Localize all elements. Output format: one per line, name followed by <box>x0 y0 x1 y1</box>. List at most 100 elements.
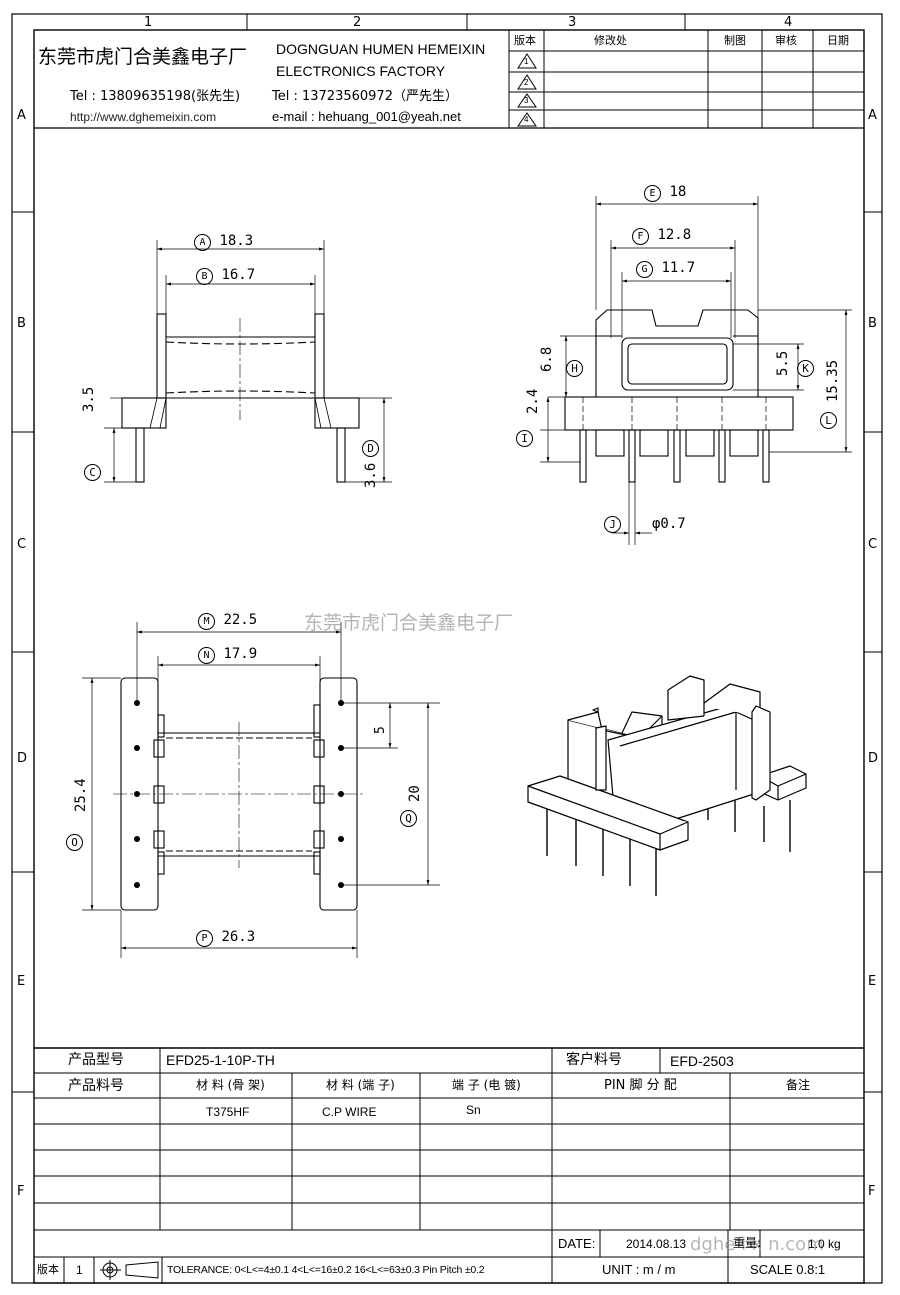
product-model-label: 产品型号 <box>68 1052 124 1068</box>
dim-value-p: 26.3 <box>221 929 256 945</box>
revision-header-drawn: 制图 <box>724 34 746 47</box>
weight-value: 1.0 kg <box>808 1237 841 1251</box>
dim-label-b: B 16.7 <box>196 268 255 285</box>
pin-material-value: C.P WIRE <box>322 1105 377 1119</box>
bobbin-material-value: T375HF <box>206 1105 250 1119</box>
dim-value-e: 18 <box>669 184 687 200</box>
watermark-url: dghe i x n.com <box>690 1234 824 1255</box>
date-label: DATE: <box>558 1236 596 1251</box>
company-website[interactable]: http://www.dghemeixin.com <box>70 110 217 124</box>
dim-value-q: 20 <box>407 785 423 802</box>
tolerance-text: TOLERANCE: 0<L<=4±0.1 4<L<=16±0.2 16<L<=… <box>167 1264 485 1276</box>
dim-value-f: 12.8 <box>657 227 692 243</box>
row-label-b-left: B <box>17 316 26 331</box>
dim-label-a: A 18.3 <box>194 234 253 251</box>
dim-circle-o: O <box>66 834 83 851</box>
revision-header-version: 版本 <box>514 34 536 47</box>
row-label-c-right: C <box>868 537 878 552</box>
row-label-d-left: D <box>17 751 28 766</box>
revision-mark-2: 2 <box>524 78 529 87</box>
company-name-en-line2: ELECTRONICS FACTORY <box>276 63 446 79</box>
dim-circle-k: K <box>797 360 814 377</box>
row-label-c-left: C <box>17 537 27 552</box>
row-label-d-right: D <box>868 751 879 766</box>
customer-part-label: 客户料号 <box>566 1052 622 1068</box>
row-label-e-right: E <box>868 974 877 989</box>
col-header-bobbin-material: 材 料 (骨 架) <box>196 1078 265 1092</box>
product-model-value: EFD25-1-10P-TH <box>166 1052 275 1068</box>
company-name-en-line1: DOGNGUAN HUMEN HEMEIXIN <box>276 41 486 57</box>
contact-tel-1: Tel : 13809635198(张先生) <box>70 89 241 104</box>
column-label-3: 3 <box>568 15 577 30</box>
dim-value-m: 22.5 <box>223 612 258 628</box>
sheet-frame <box>11 13 883 1284</box>
version-value: 1 <box>76 1263 83 1277</box>
unit-text: UNIT : m / m <box>602 1262 676 1277</box>
column-label-4: 4 <box>784 15 793 30</box>
weight-label: 重量: <box>733 1236 762 1250</box>
dim-circle-q: Q <box>400 810 417 827</box>
dim-label-g: G 11.7 <box>636 261 695 278</box>
dim-circle-i: I <box>516 430 533 447</box>
watermark-company: 东莞市虎门合美鑫电子厂 <box>304 612 514 634</box>
dim-value-g: 11.7 <box>661 260 696 276</box>
revision-mark-1: 1 <box>524 57 529 66</box>
version-label: 版本 <box>37 1263 59 1276</box>
contact-email[interactable]: e-mail : hehuang_001@yeah.net <box>272 109 461 124</box>
dim-value-h: 6.8 <box>539 346 555 372</box>
row-label-a-left: A <box>17 108 26 123</box>
revision-header-checked: 审核 <box>775 34 797 47</box>
dim-label-m: M 22.5 <box>198 613 257 630</box>
dim-value-n: 17.9 <box>223 646 258 662</box>
dim-value-i: 2.4 <box>525 388 541 414</box>
product-part-label: 产品料号 <box>68 1078 124 1094</box>
revision-header-date: 日期 <box>827 34 849 47</box>
row-label-e-left: E <box>17 974 26 989</box>
revision-mark-3: 3 <box>524 96 529 105</box>
row-label-b-right: B <box>868 316 877 331</box>
dim-value-c: 3.5 <box>81 386 97 412</box>
contact-tel-2: Tel : 13723560972（严先生） <box>272 89 458 104</box>
title-block-lines <box>34 1047 864 1283</box>
dim-label-e: E 18 <box>644 185 686 202</box>
column-label-2: 2 <box>353 15 362 30</box>
row-label-f-right: F <box>868 1184 876 1199</box>
dim-value-a: 18.3 <box>219 233 254 249</box>
col-header-plating: 端 子 (电 镀) <box>452 1078 521 1092</box>
plating-value: Sn <box>466 1103 481 1117</box>
dim-circle-h: H <box>566 360 583 377</box>
side-view-dimensions <box>104 240 392 483</box>
side-view <box>121 313 360 483</box>
dim-circle-l: L <box>820 412 837 429</box>
header-lines <box>34 30 864 129</box>
revision-header-change: 修改处 <box>594 34 627 47</box>
top-view-dimensions <box>82 622 440 958</box>
dim-circle-j: J <box>604 516 621 533</box>
dim-value-pitch: 5 <box>373 726 388 734</box>
customer-part-value: EFD-2503 <box>670 1053 734 1069</box>
company-name-cn: 东莞市虎门合美鑫电子厂 <box>38 46 248 68</box>
row-label-a-right: A <box>868 108 877 123</box>
dim-value-j: φ0.7 <box>652 516 686 532</box>
col-header-pin-assignment: PIN 脚 分 配 <box>604 1078 677 1093</box>
revision-mark-4: 4 <box>524 115 529 124</box>
isometric-view <box>527 675 807 896</box>
dim-value-d: 3.6 <box>363 462 379 488</box>
dim-label-n: N 17.9 <box>198 647 257 664</box>
dim-value-l: 15.35 <box>825 359 841 402</box>
dim-value-o: 25.4 <box>73 778 89 812</box>
top-view <box>113 677 365 911</box>
col-header-pin-material: 材 料 (端 子) <box>326 1078 395 1092</box>
column-label-1: 1 <box>144 15 153 30</box>
dim-value-b: 16.7 <box>221 267 256 283</box>
dim-circle-d: D <box>362 440 379 457</box>
dim-value-k: 5.5 <box>775 350 791 376</box>
dim-label-f: F 12.8 <box>632 228 691 245</box>
front-view <box>564 309 794 483</box>
dim-label-p: P 26.3 <box>196 930 255 947</box>
row-label-f-left: F <box>17 1184 25 1199</box>
date-value: 2014.08.13 <box>626 1237 687 1251</box>
scale-text: SCALE 0.8:1 <box>750 1262 826 1277</box>
col-header-remarks: 备注 <box>786 1078 811 1092</box>
